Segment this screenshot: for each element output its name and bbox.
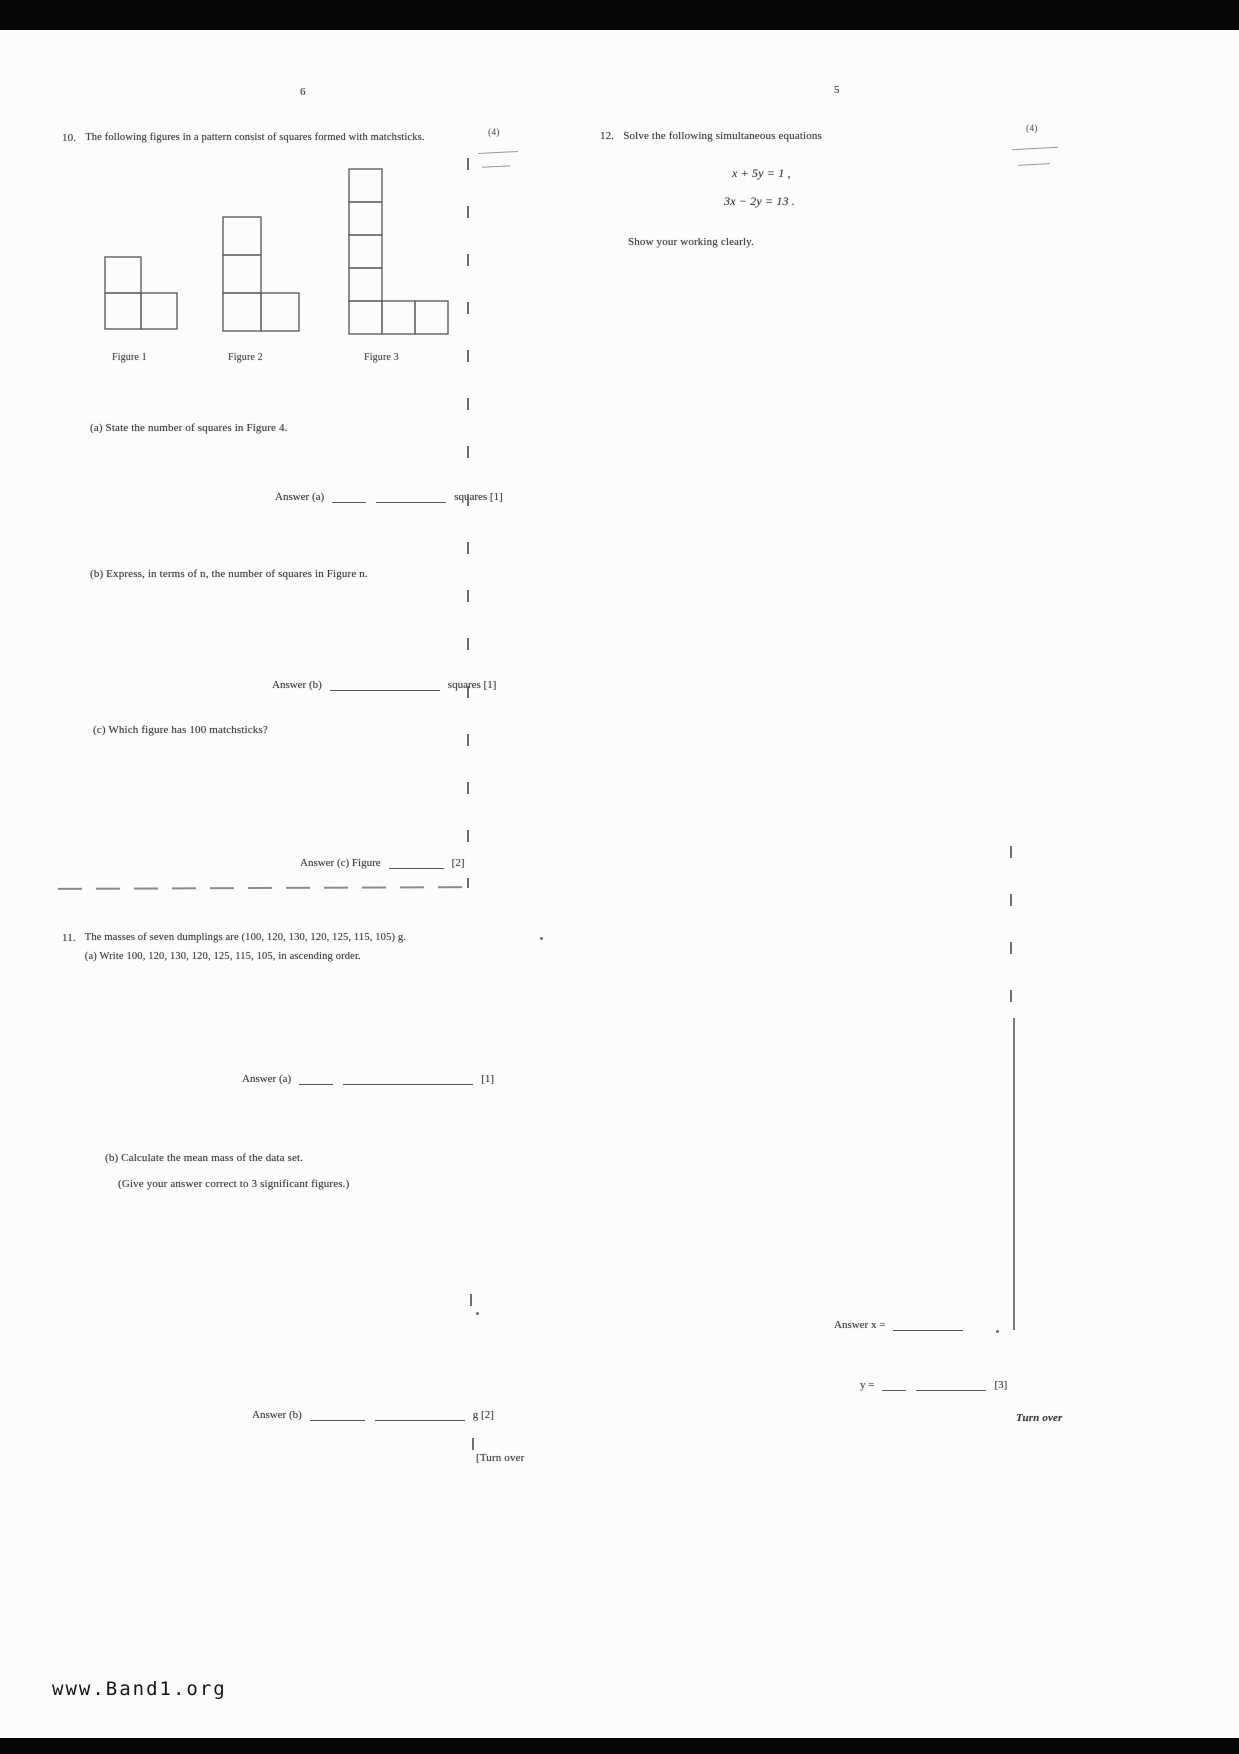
answer-blank (882, 1378, 907, 1391)
q12-answer-y-prefix: y = (860, 1379, 875, 1391)
q10-prompt: The following figures in a pattern consi… (85, 132, 425, 143)
figure-2-drawing (222, 216, 300, 332)
answer-blank (309, 1408, 365, 1421)
q12-margin-marks: (4) (1026, 124, 1038, 134)
answer-blank (329, 678, 440, 691)
answer-blank (388, 856, 444, 869)
q12-prompt: Solve the following simultaneous equatio… (623, 130, 822, 142)
scan-speck (476, 1312, 479, 1315)
scan-bottom-edge (0, 1738, 1239, 1754)
answer-blank (374, 1408, 465, 1421)
q10-answer-c-prefix: Answer (c) Figure (300, 857, 381, 869)
scan-top-edge (0, 0, 1239, 30)
q10-answer-b-suffix: squares [1] (447, 679, 497, 691)
q10-heading: 10. The following figures in a pattern c… (62, 132, 425, 144)
q12-answer-y-suffix: [3] (994, 1379, 1008, 1391)
q10-part-b-text: (b) Express, in terms of n, the number o… (90, 568, 368, 580)
left-page-number: 6 (300, 86, 306, 98)
q10-answer-b-prefix: Answer (b) (272, 679, 322, 691)
scan-speck (540, 937, 543, 940)
site-watermark: www.Band1.org (52, 1678, 227, 1700)
q10-margin-marks: (4) (488, 128, 500, 138)
figure-3-drawing (348, 168, 449, 335)
answer-blank (299, 1072, 334, 1085)
turn-over-left: [Turn over (476, 1452, 525, 1464)
q12-answer-y-line: y = [3] (860, 1378, 1007, 1391)
q11-answer-a-line: Answer (a) [1] (242, 1072, 494, 1085)
q11-answer-b-suffix: g [2] (472, 1409, 494, 1421)
turn-over-right: Turn over (1016, 1412, 1063, 1424)
q11-part-b-text: (b) Calculate the mean mass of the data … (105, 1152, 304, 1164)
q12-equation-2: 3x − 2y = 13 . (724, 194, 795, 208)
q11-answer-a-suffix: [1] (481, 1073, 495, 1085)
answer-blank (376, 490, 447, 503)
q12-answer-x-prefix: Answer x = (834, 1319, 886, 1331)
margin-scribble (478, 150, 518, 155)
q11-answer-b-line: Answer (b) g [2] (252, 1408, 494, 1421)
q11-line1: The masses of seven dumplings are (100, … (84, 932, 407, 943)
page-crease (57, 886, 473, 890)
margin-scribble (481, 165, 511, 168)
margin-scribble (1017, 163, 1051, 166)
q11-number: 11. (62, 932, 76, 944)
q10-answer-a-suffix: squares [1] (454, 491, 503, 503)
q12-answer-x-line: Answer x = (834, 1318, 965, 1331)
q12-working-note: Show your working clearly. (628, 236, 754, 248)
q11-answer-b-prefix: Answer (b) (252, 1409, 302, 1421)
fold-line (467, 158, 469, 888)
figure-2-label: Figure 2 (228, 352, 263, 363)
right-page-number: 5 (834, 84, 840, 96)
q10-answer-c-suffix: [2] (451, 857, 465, 869)
q11-line2: (a) Write 100, 120, 130, 120, 125, 115, … (84, 951, 361, 962)
figure-1-drawing (104, 256, 178, 330)
q12-heading: 12. Solve the following simultaneous equ… (600, 130, 822, 142)
q10-part-c-text: (c) Which figure has 100 matchsticks? (93, 724, 268, 736)
q11-answer-a-prefix: Answer (a) (242, 1073, 292, 1085)
q10-answer-a-line: Answer (a) squares [1] (275, 490, 503, 503)
answer-blank (893, 1318, 964, 1331)
answer-blank (343, 1072, 474, 1085)
q12-number: 12. (600, 130, 615, 142)
scan-speck (996, 1330, 999, 1333)
fold-line (1013, 1018, 1015, 1330)
fold-line (470, 1294, 472, 1328)
q12-equation-1: x + 5y = 1 , (732, 166, 791, 180)
margin-scribble (1012, 146, 1058, 151)
q10-number: 10. (62, 132, 77, 144)
fold-line (472, 1438, 474, 1480)
figure-3-label: Figure 3 (364, 352, 399, 363)
answer-blank (332, 490, 367, 503)
figure-1-label: Figure 1 (112, 352, 147, 363)
q11-part-b-note: (Give your answer correct to 3 significa… (118, 1178, 350, 1190)
q10-part-a-text: (a) State the number of squares in Figur… (90, 422, 288, 434)
fold-line (1010, 846, 1012, 1018)
q10-answer-b-line: Answer (b) squares [1] (272, 678, 496, 691)
q10-answer-a-prefix: Answer (a) (275, 491, 325, 503)
answer-blank (916, 1378, 987, 1391)
q11-heading: 11. The masses of seven dumplings are (1… (62, 932, 406, 962)
q10-answer-c-line: Answer (c) Figure [2] (300, 856, 464, 869)
